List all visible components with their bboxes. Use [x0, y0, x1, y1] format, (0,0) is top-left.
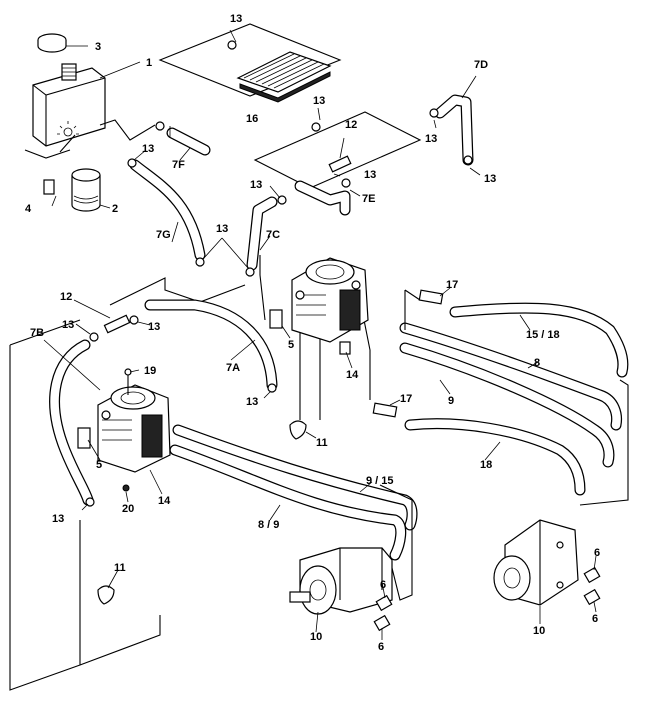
callout-11-center: 11 [316, 437, 328, 449]
hose-frame-left [109, 277, 246, 306]
callout-13-7g: 13 [142, 143, 154, 155]
callout-20: 20 [122, 503, 134, 515]
fitting-5-right [269, 309, 283, 329]
callout-2: 2 [112, 203, 118, 215]
tube-7e [294, 180, 351, 216]
hose-9-right [399, 342, 615, 468]
callout-7e: 7E [362, 193, 375, 205]
hydraulic-filter [71, 168, 101, 212]
clamps-13 [85, 40, 473, 507]
callout-7a: 7A [226, 362, 240, 374]
callout-1: 1 [146, 57, 152, 69]
callout-12-left: 12 [60, 291, 72, 303]
callout-4: 4 [25, 203, 32, 215]
base-panels [9, 319, 161, 691]
callout-6-right-upper: 6 [594, 547, 600, 559]
callout-8-9: 8 / 9 [258, 519, 279, 531]
callout-9-15: 9 / 15 [366, 475, 394, 487]
callout-16: 16 [246, 113, 258, 125]
callout-7f: 7F [172, 159, 185, 171]
hose-7g [129, 159, 206, 261]
hydraulic-motor-left [289, 547, 393, 615]
callout-7c: 7C [266, 229, 280, 241]
callout-18: 18 [480, 459, 492, 471]
oil-cooler-panel [158, 23, 342, 97]
fitting-11-center [289, 420, 307, 440]
callout-6-left-upper: 6 [380, 579, 386, 591]
reservoir-cap [37, 33, 67, 53]
callout-5-right: 5 [288, 339, 294, 351]
fitting-6-set [373, 566, 601, 632]
fitting-12-upper [328, 155, 352, 173]
hydraulic-pump-left [97, 384, 171, 473]
callout-6-left-lower: 6 [378, 641, 384, 653]
callout-11-lower-left: 11 [114, 562, 126, 574]
callout-14-left: 14 [158, 495, 171, 507]
callout-13-cooler: 13 [230, 13, 242, 25]
callout-13-center: 13 [216, 223, 228, 235]
callout-13-left: 13 [62, 319, 74, 331]
callout-12-upper: 12 [345, 119, 357, 131]
fitting-11-lower-left [97, 585, 115, 605]
bolt-20 [122, 484, 130, 492]
hose-15-18 [449, 302, 629, 378]
hose-18 [404, 418, 586, 496]
hydraulic-pump-right [291, 257, 369, 343]
callout-14-right: 14 [346, 369, 359, 381]
filter-head-symbol [57, 121, 79, 137]
hydraulic-motor-right [493, 519, 579, 606]
callout-17-upper: 17 [446, 279, 458, 291]
callout-13-7d: 13 [425, 133, 437, 145]
callout-13-7a: 13 [246, 396, 258, 408]
callout-5-left: 5 [96, 459, 102, 471]
callout-13-left-2: 13 [148, 321, 160, 333]
callout-13-7d-lower: 13 [484, 173, 496, 185]
leader-lines [43, 29, 597, 640]
hydraulic-reservoir [24, 63, 106, 159]
callout-6-right-lower: 6 [592, 613, 598, 625]
fitting-17-upper [418, 289, 444, 305]
oil-cooler [236, 51, 332, 103]
callout-labels: 1 2 3 4 13 16 13 12 7D 13 13 13 7E 13 7C… [25, 13, 600, 653]
fitting-5-left [77, 427, 91, 449]
callout-10-right: 10 [533, 625, 545, 637]
filter-fitting [43, 179, 55, 195]
callout-7d: 7D [474, 59, 488, 71]
callout-15-18: 15 / 18 [526, 329, 560, 341]
fitting-panel-7e [253, 111, 422, 189]
hose-7b [49, 339, 94, 506]
callout-19: 19 [144, 365, 156, 377]
callout-3: 3 [95, 41, 101, 53]
hose-7d [434, 94, 474, 166]
hose-7c [246, 196, 278, 271]
callout-13-7e: 13 [364, 169, 376, 181]
callout-13-upper-right: 13 [313, 95, 325, 107]
callout-13-lower-left: 13 [52, 513, 64, 525]
fitting-17-lower [372, 402, 398, 418]
hose-7f [166, 127, 211, 156]
callout-7g: 7G [156, 229, 171, 241]
callout-13-7c: 13 [250, 179, 262, 191]
callout-17-lower: 17 [400, 393, 412, 405]
callout-10-left: 10 [310, 631, 322, 643]
hose-7a [144, 299, 278, 391]
hose-8-9 [169, 444, 407, 561]
callout-7b: 7B [30, 327, 44, 339]
fitting-12-left [103, 314, 131, 334]
hose-8-right [399, 322, 623, 431]
callout-9-right: 9 [448, 395, 454, 407]
fitting-14-right [339, 341, 351, 355]
callout-8-right: 8 [534, 357, 540, 369]
